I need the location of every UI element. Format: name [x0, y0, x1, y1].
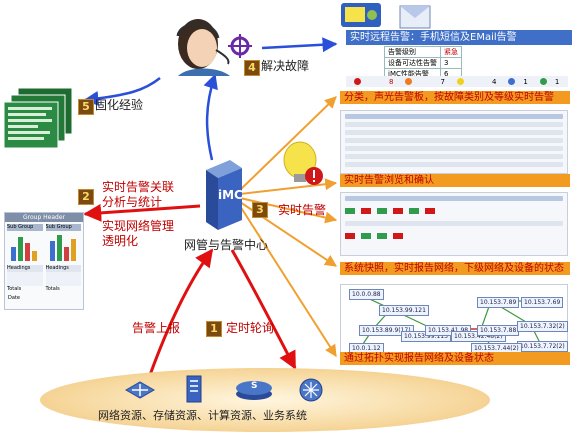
poll-label: 定时轮询 — [226, 321, 275, 335]
experience-label: 固化经验 — [95, 98, 144, 112]
router-icon — [122, 378, 158, 404]
step-badge-4-top: 4 — [244, 60, 260, 76]
realtime-stats-line2: 分析与统计 — [102, 195, 163, 209]
arrow-orange-1 — [239, 96, 337, 191]
arrow-orange-5 — [239, 205, 337, 358]
resources-label: 网络资源、存储资源、计算资源、业务系统 — [98, 409, 307, 422]
report-headings-2: Headings — [45, 265, 81, 272]
report-card: Group Header Sub Group Heade Headings To… — [4, 212, 84, 310]
alarm-row: 告警级别紧急 — [384, 46, 462, 58]
arrow-orange-2 — [239, 178, 338, 195]
report-label: 告警上报 — [132, 321, 181, 335]
realtime-stats-line1: 实时告警关联 — [102, 180, 175, 194]
browse-bar: 实时告警浏览和确认 — [340, 174, 570, 187]
alarm-row-name: 设备可达性告警 — [384, 57, 441, 69]
engineer-avatar — [168, 16, 238, 78]
alarm-count: 8 — [389, 77, 394, 86]
topo-node: 10.0.0.88 — [349, 289, 384, 300]
arrow-to-experience — [83, 77, 161, 106]
alarm-severity-icon — [508, 78, 516, 85]
report-bar-chart-1 — [11, 237, 37, 261]
alarm-count: 7 — [440, 77, 445, 86]
alarm-row-name: 告警级别 — [384, 46, 441, 58]
arrow-poll-down — [230, 249, 297, 370]
report-header: Group Header — [5, 213, 83, 222]
arrow-orange-3 — [239, 197, 338, 224]
topo-node: 10.153.7.69 — [521, 297, 564, 308]
report-headings-1: Headings — [7, 265, 43, 272]
topology-bar: 通过拓扑实现报告网络及设备状态 — [340, 352, 570, 365]
imc-label: iMC — [218, 188, 243, 202]
resolve-label: 解决故障 — [261, 59, 310, 73]
center-label: 网管与告警中心 — [184, 238, 269, 252]
topo-node: 10.153.7.89 — [477, 297, 520, 308]
topo-node: 10.153.7.88 — [477, 325, 520, 336]
imc-cube-icon — [198, 160, 244, 232]
business-system-icon — [294, 376, 328, 404]
mail-icon — [398, 2, 432, 30]
crosshair-icon — [228, 34, 252, 58]
compute-icon-label: S — [251, 381, 258, 391]
alarm-count: 4 — [491, 77, 497, 86]
sound-light-bar: 分类，声光告警板，按故障类别及等级实时告警 — [340, 91, 570, 104]
storage-icon — [182, 374, 208, 404]
report-subheader-2: Sub Group Heade — [45, 224, 81, 231]
alarm-count-strip: 8 7 4 1 1 — [346, 76, 568, 87]
alarm-count: 1 — [554, 77, 560, 86]
compute-icon — [234, 378, 274, 402]
alarm-severity-icon — [456, 78, 464, 85]
report-totals-1: Totals — [7, 286, 22, 292]
alarm-count: 1 — [523, 77, 528, 86]
step-badge-3: 3 — [252, 202, 268, 218]
phone-icon — [340, 2, 384, 30]
topology-show-bar: 系统快照，实时报告网络，下级网络及设备的状态 — [340, 262, 570, 275]
topology-thumbnail: 10.0.0.88 10.153.99.121 10.153.89.9(17) … — [340, 284, 568, 356]
arrow-report-up — [148, 248, 214, 376]
arrow-to-report — [83, 203, 201, 222]
resource-pool — [40, 368, 490, 432]
transparent-line2: 透明化 — [102, 234, 139, 248]
arrow-to-engineer — [203, 73, 218, 161]
topo-node: 10.153.7.32(2) — [517, 321, 568, 332]
topo-node: 10.153.99.121 — [379, 305, 429, 316]
alarm-severity-icon — [354, 78, 361, 85]
report-subheader-1: Sub Group Heade — [7, 224, 43, 231]
realtime-alarm-label: 实时告警 — [278, 203, 327, 217]
step-badge-2: 2 — [78, 189, 94, 205]
alarm-row-value: 3 — [440, 57, 462, 69]
report-totals-2: Totals — [45, 286, 60, 292]
topo-node: 10.153.7.72(2) — [517, 341, 568, 352]
alarm-row-value: 紧急 — [440, 46, 462, 58]
device-status-thumbnail — [340, 192, 568, 256]
topo-node: 10.153.89.9(17) — [359, 325, 414, 336]
remote-alarm-bar: 实时远程告警：手机短信及EMail告警 — [346, 30, 572, 45]
step-badge-5: 5 — [78, 99, 94, 115]
report-date: Date — [8, 295, 20, 301]
alarm-browse-thumbnail — [340, 110, 568, 174]
report-bar-chart-2 — [49, 235, 76, 261]
alarm-severity-icon — [405, 78, 413, 85]
step-badge-1: 1 — [206, 321, 222, 337]
arrow-to-remote-alarm — [261, 37, 338, 53]
alarm-bulb-icon — [280, 140, 326, 190]
document-stack-icon — [3, 87, 74, 152]
topo-node: 10.153.41.98 — [425, 325, 472, 336]
alarm-severity-icon — [539, 78, 547, 85]
transparent-line1: 实现网络管理 — [102, 219, 175, 233]
